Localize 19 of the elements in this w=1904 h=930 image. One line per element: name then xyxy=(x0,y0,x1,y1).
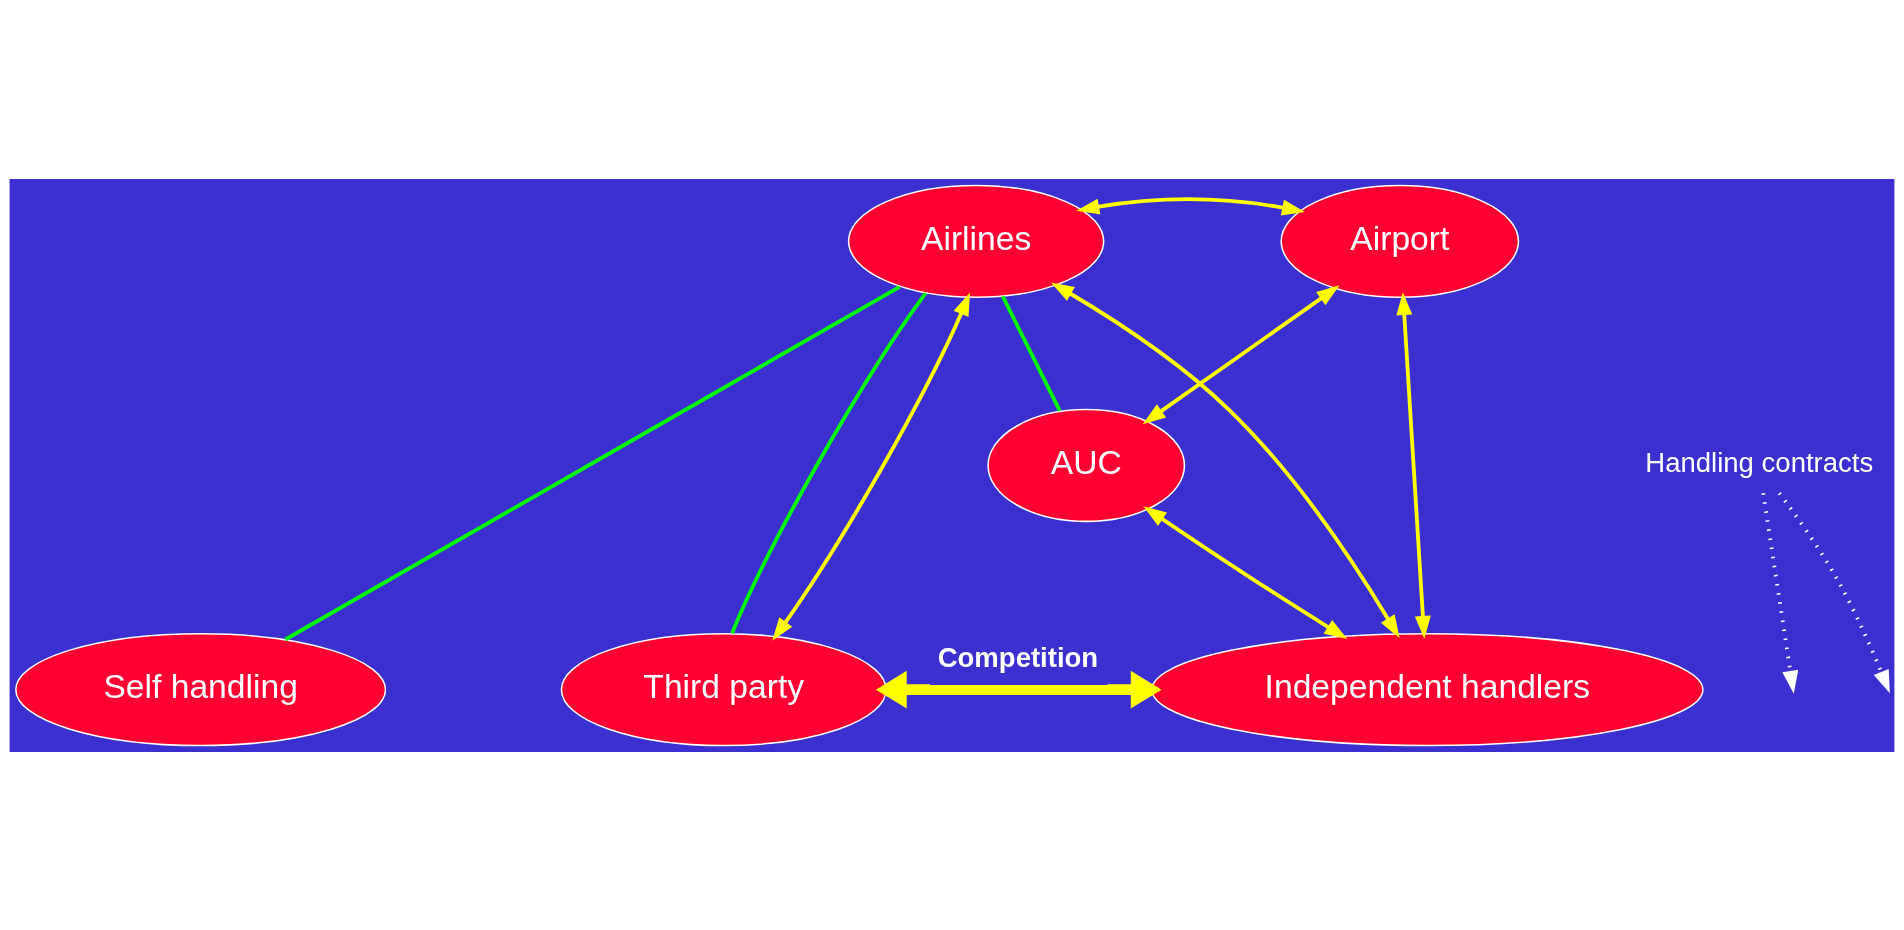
arrow xyxy=(1051,281,1400,638)
arrow xyxy=(1761,492,1799,694)
node-text: Handling contracts xyxy=(1645,446,1874,478)
edge-label: Competition xyxy=(937,641,1099,673)
arrow xyxy=(772,292,970,641)
connector xyxy=(1001,295,1062,412)
node-ellipse: Self handling xyxy=(15,632,387,746)
arrow xyxy=(1396,291,1431,639)
arrow xyxy=(1142,284,1340,424)
node-ellipse: Independent handlers xyxy=(1151,632,1704,746)
arrow xyxy=(875,670,1162,709)
connector xyxy=(284,284,901,641)
node-ellipse: AUC xyxy=(987,408,1186,522)
arrow xyxy=(1143,505,1348,639)
connector xyxy=(730,291,928,634)
arrow xyxy=(1777,491,1890,693)
node-ellipse: Third party xyxy=(560,632,887,746)
node-ellipse: Airlines xyxy=(847,184,1105,298)
arrow xyxy=(1076,196,1305,215)
